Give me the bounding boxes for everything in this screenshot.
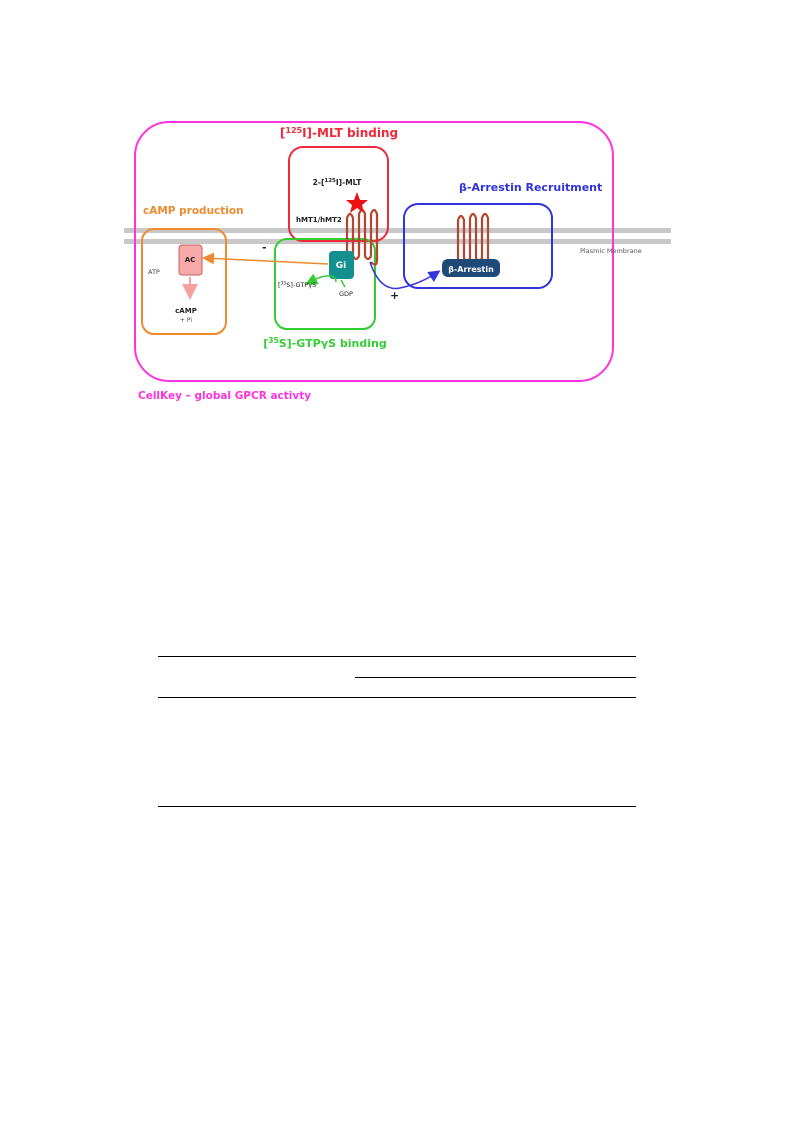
atp-label: ATP: [148, 268, 160, 276]
gtpys-box: [274, 238, 376, 330]
minus-sign: -: [262, 241, 267, 254]
cellkey-label: CellKey – global GPCR activty: [138, 390, 311, 402]
plasma-membrane: [124, 228, 671, 244]
ac-label: AC: [185, 256, 196, 264]
mlt-binding-box: [288, 146, 389, 242]
beta-arrestin: [442, 259, 500, 277]
table-subheader-rule: [355, 677, 636, 678]
arrestin-label: β-Arrestin: [448, 265, 494, 274]
receptor-label: hMT1/hMT2: [296, 216, 342, 224]
arrestin-box: [403, 203, 553, 289]
gi-to-ac-arrow: [202, 252, 329, 265]
gi-label: Gi: [336, 261, 346, 271]
gdp-tick: [340, 279, 346, 288]
cellkey-box: [134, 121, 614, 382]
receptor-arrestin-icon: [456, 212, 490, 263]
camp-title: cAMP production: [143, 205, 244, 217]
pi-label: + Pi: [180, 317, 192, 324]
camp-label: cAMP: [175, 307, 197, 315]
plus-sign: +: [390, 289, 399, 302]
gtpys-title: [35S]-GTPγS binding: [263, 336, 386, 350]
gtpys-small-label: [35S]-GTPγS: [278, 281, 316, 290]
arrestin-title: β-Arrestin Recruitment: [459, 181, 602, 194]
gdp-label: GDP: [339, 290, 353, 298]
gi-protein: [329, 251, 354, 279]
ligand-star-icon: [346, 192, 368, 213]
receptor-to-arrestin-arrow: [369, 261, 441, 290]
table-header-rule: [158, 697, 636, 698]
adenylyl-cyclase: [178, 244, 203, 276]
table-bottom-rule: [158, 806, 636, 807]
membrane-label: Plasmic Membrane: [580, 247, 642, 255]
gdp-to-gtpys-arrow: [305, 273, 337, 285]
ligand-label: 2-[125I]-MLT: [313, 178, 363, 187]
receptor-hmt-icon: [345, 208, 379, 266]
camp-box: [141, 228, 227, 335]
mlt-binding-title: [125I]-MLT binding: [280, 126, 398, 140]
table-top-rule: [158, 656, 636, 657]
